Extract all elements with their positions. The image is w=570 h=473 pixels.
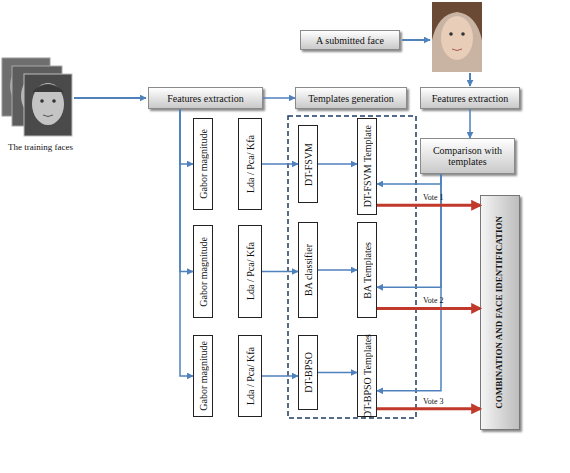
node-text: DT-FSVM Template [362, 125, 373, 207]
node-text: BA classifier [303, 244, 314, 296]
node-text: COMBINATION AND FACE IDENTIFICATION [495, 216, 505, 409]
submitted-face-photo [432, 2, 482, 72]
feature-box: Gabor magnitude [193, 118, 213, 210]
flow-arrow [318, 163, 357, 165]
flow-arrow [377, 174, 441, 391]
combination-box: COMBINATION AND FACE IDENTIFICATION [480, 195, 520, 430]
flow-arrow [318, 372, 357, 374]
flow-arrow [262, 163, 298, 165]
node-text: Features extraction [167, 93, 243, 104]
node-text: Lda / Pca/ Kfa [245, 242, 256, 300]
process-box: Features extraction [148, 87, 263, 109]
vote-arrow [377, 407, 480, 410]
flow-arrow [180, 109, 193, 164]
flow-arrow [377, 174, 441, 287]
node-text: DT-FSVM [303, 143, 314, 186]
node-text: Lda / Pca/ Kfa [245, 135, 256, 193]
vote-arrow [377, 204, 480, 207]
node-text: A submitted face [316, 35, 384, 46]
vote-arrow [377, 307, 480, 310]
node-text: DT-BPSO [303, 352, 314, 393]
node-text: Lda / Pca/ Kfa [245, 347, 256, 405]
edge-label: Vote 1 [423, 193, 444, 202]
flow-arrow [402, 39, 430, 41]
training-faces-photo [2, 58, 72, 136]
dashed-group-frame [288, 116, 416, 418]
template-box: BA Templates [357, 222, 377, 318]
reduction-box: Lda / Pca/ Kfa [238, 335, 262, 417]
input-box: A submitted face [300, 30, 400, 50]
process-box: Templates generation [295, 87, 407, 109]
node-text: Gabor magnitude [198, 341, 209, 411]
node-text: Features extraction [432, 93, 508, 104]
classifier-box: DT-FSVM [298, 125, 318, 203]
feature-box: Gabor magnitude [193, 225, 213, 318]
node-text: Gabor magnitude [198, 129, 209, 199]
edge-label: Vote 2 [423, 296, 444, 305]
flow-arrow [469, 109, 471, 138]
template-box: DT-FSVM Template [357, 118, 377, 215]
node-text: BA Templates [362, 242, 373, 299]
photo-caption: The training faces [8, 142, 73, 152]
flow-arrow [180, 109, 193, 272]
classifier-box: BA classifier [298, 222, 318, 318]
feature-box: Gabor magnitude [193, 335, 213, 417]
flow-arrow [377, 174, 441, 184]
process-box: Features extraction [420, 87, 520, 109]
reduction-box: Lda / Pca/ Kfa [238, 118, 262, 210]
node-text: Gabor magnitude [198, 237, 209, 307]
flow-arrow [262, 271, 298, 273]
flow-arrow [74, 97, 146, 99]
edge-label: Vote 3 [423, 397, 444, 406]
process-box: Comparison with templates [420, 138, 515, 174]
flow-arrow [318, 269, 357, 271]
flow-arrow [469, 73, 471, 86]
classifier-box: DT-BPSO [298, 335, 318, 410]
node-text: Templates generation [308, 93, 394, 104]
flow-arrow [180, 109, 193, 376]
node-text: DT-BPSO Templates [362, 334, 373, 418]
flow-arrow [263, 97, 295, 99]
flow-arrow [262, 375, 298, 377]
node-text: Comparison with templates [421, 145, 514, 167]
reduction-box: Lda / Pca/ Kfa [238, 225, 262, 318]
template-box: DT-BPSO Templates [357, 335, 377, 417]
